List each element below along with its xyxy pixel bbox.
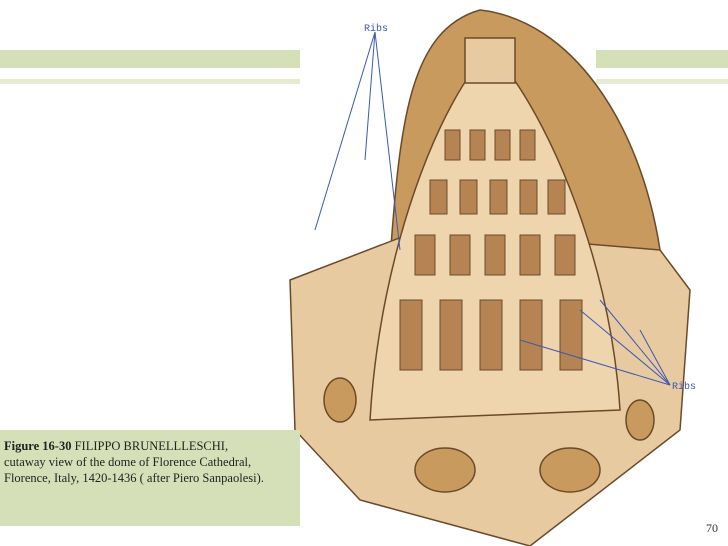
caption-line-2: cutaway view of the dome of Florence Cat… (4, 455, 252, 469)
caption-title: FILIPPO BRUNELLLESCHI, (74, 439, 229, 453)
top-accent-band (0, 50, 300, 68)
mid-accent-band-right (596, 79, 728, 84)
figure-label: Figure 16-30 (4, 439, 72, 453)
caption-line-3: Florence, Italy, 1420-1436 ( after Piero… (4, 471, 264, 485)
dome-cutaway-illustration (289, 9, 691, 546)
page-number: 70 (706, 521, 718, 535)
ribs-label-top: Ribs (364, 24, 389, 35)
figure-caption: Figure 16-30 FILIPPO BRUNELLLESCHI, cuta… (0, 430, 300, 526)
ribs-label-bottom: Ribs (672, 382, 697, 393)
top-accent-band-right (596, 50, 728, 68)
caption-line-1: Figure 16-30 FILIPPO BRUNELLLESCHI, (4, 438, 296, 454)
mid-accent-band (0, 79, 300, 84)
